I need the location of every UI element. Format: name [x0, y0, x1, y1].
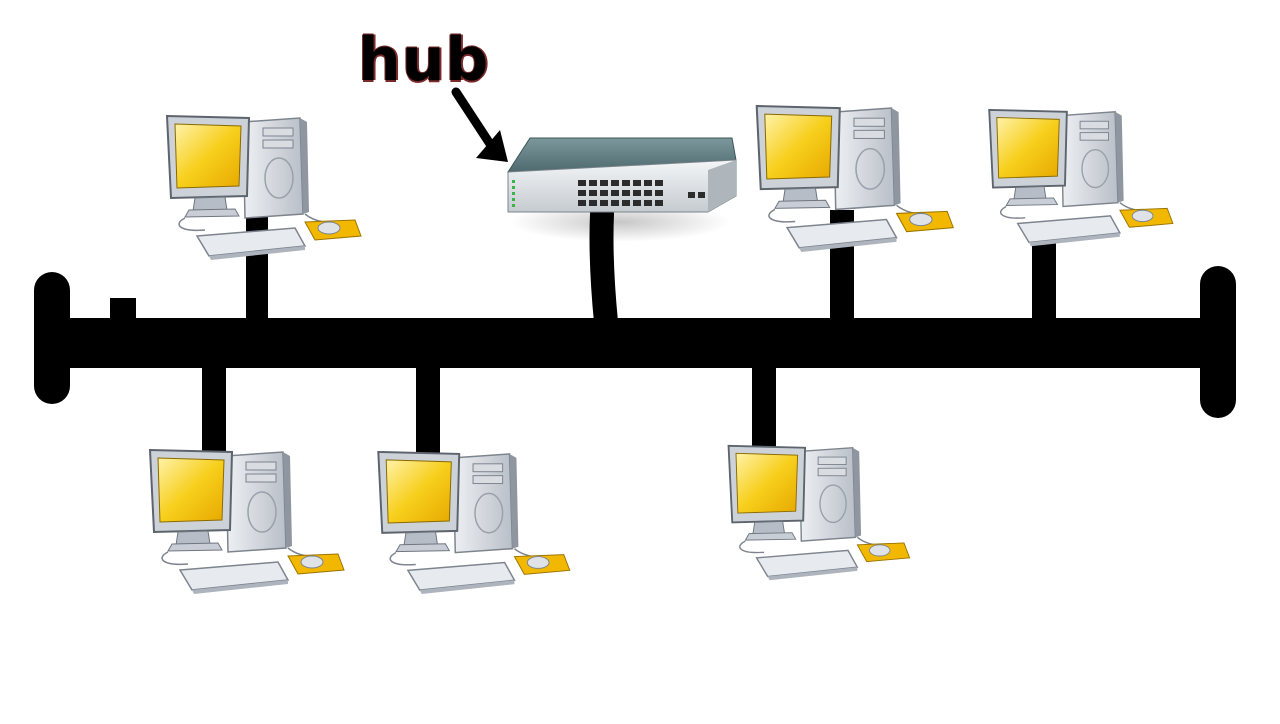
- desktop-computer-icon: [755, 104, 955, 253]
- desktop-computer-icon: [377, 450, 571, 596]
- bus-terminator-left: [34, 272, 70, 404]
- arrow-pointer-icon: [451, 87, 508, 162]
- drop-cable: [246, 212, 268, 322]
- drop-cable: [416, 364, 440, 456]
- desktop-computer-icon: [148, 448, 346, 596]
- network-hub-icon: [507, 137, 737, 242]
- drop-cable: [202, 364, 226, 454]
- drop-cable: [1032, 236, 1056, 322]
- bus-stub: [110, 298, 136, 322]
- bus-cable: [34, 266, 1236, 418]
- desktop-computer-icon: [988, 108, 1174, 248]
- bus-terminator-right: [1200, 266, 1236, 418]
- desktop-computer-icon: [727, 444, 911, 582]
- drop-cable: [752, 364, 776, 454]
- hub-label: hub: [358, 25, 490, 95]
- desktop-computer-icon: [166, 115, 362, 261]
